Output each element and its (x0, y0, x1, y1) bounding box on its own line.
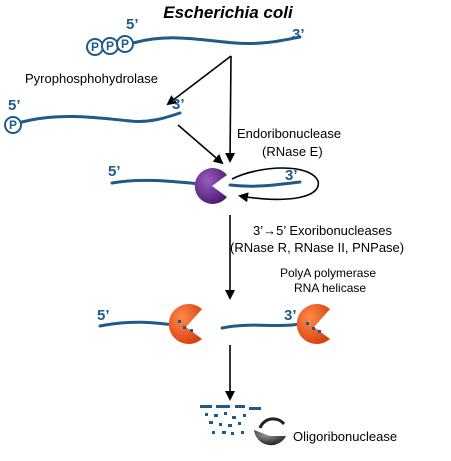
label-oligoribonuclease: Oligoribonuclease (293, 429, 397, 444)
arrow-mono-to-rnase-e (177, 124, 224, 165)
svg-text:P: P (91, 40, 99, 54)
label-rna-helicase: RNA helicase (294, 281, 366, 295)
endo-rna-left (110, 178, 202, 186)
mono-5-prime: 5’ (8, 97, 21, 114)
svg-text:P: P (121, 37, 129, 51)
top-3-prime: 3’ (292, 26, 305, 43)
triphosphate-cap: P P P (86, 35, 134, 56)
exo-left-rna (98, 320, 182, 328)
oligoribonuclease-enzyme-back (258, 417, 286, 429)
endo-5-prime: 5’ (108, 163, 121, 180)
exo-left-5-prime: 5’ (97, 307, 110, 324)
exo-right-rna (220, 322, 302, 330)
label-pyrophosphohydrolase: Pyrophosphohydrolase (25, 71, 158, 86)
label-exo-enzymes: (RNase R, RNase II, PNPase) (230, 240, 404, 255)
arrow-to-monophosphate (166, 55, 232, 106)
title: Escherichia coli (163, 3, 294, 22)
label-polya-polymerase: PolyA polymerase (280, 266, 376, 280)
arrow-top-to-rnase-e (225, 55, 236, 163)
arrow-rnase-e-loop (231, 167, 319, 203)
exo-right-fragments (306, 322, 321, 333)
exo-right-enzyme (296, 304, 330, 344)
exo-left-enzyme (168, 304, 202, 344)
mono-3-prime: 3’ (172, 96, 185, 113)
svg-text:P: P (106, 39, 114, 53)
exo-right-3-prime: 3’ (284, 307, 297, 324)
rnase-e-enzyme (194, 168, 227, 205)
label-exoribonucleases: 3’→5’ Exoribonucleases (253, 223, 392, 238)
oligonucleotide-fragments (200, 405, 261, 435)
svg-text:P: P (9, 118, 17, 132)
oligoribonuclease-enzyme (254, 430, 286, 446)
monophosphate-cap: P (4, 116, 22, 134)
endo-3-prime: 3’ (285, 167, 298, 184)
monophosphate-rna-strand (20, 111, 182, 124)
top-rna-strand (131, 35, 302, 46)
label-endoribonuclease: Endoribonuclease (237, 126, 341, 141)
top-5-prime: 5’ (126, 16, 139, 33)
endo-rna-right (228, 180, 302, 188)
exo-left-fragments (178, 320, 193, 332)
label-rnase-e: (RNase E) (262, 144, 323, 159)
